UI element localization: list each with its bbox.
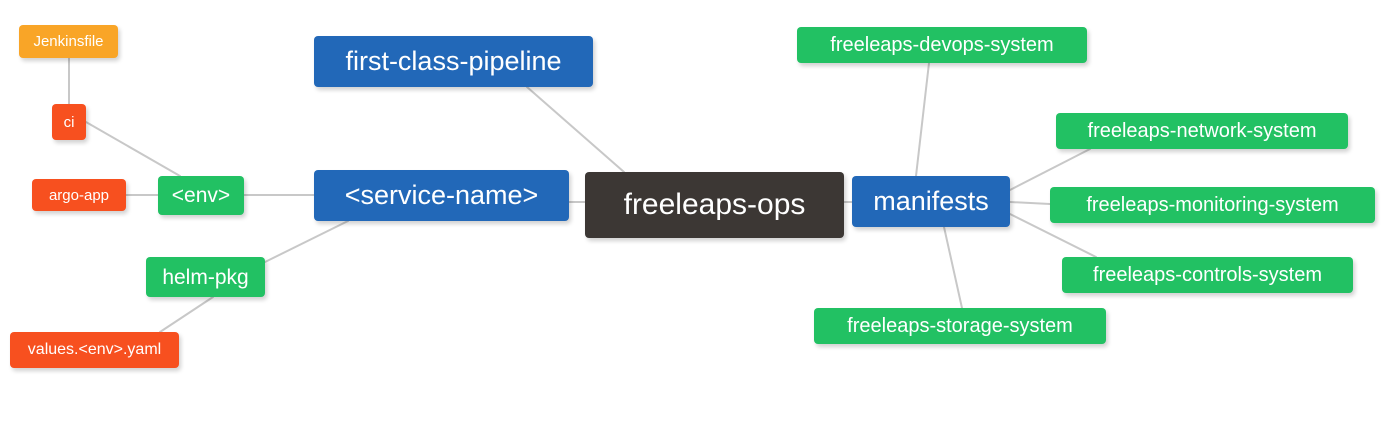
- node-label-freeleaps-ops: freeleaps-ops: [623, 188, 806, 221]
- node-jenkinsfile[interactable]: Jenkinsfile: [19, 25, 118, 58]
- node-label-env: <env>: [171, 184, 231, 207]
- node-label-freeleaps-monitoring-system: freeleaps-monitoring-system: [1086, 194, 1339, 216]
- node-label-manifests: manifests: [873, 186, 989, 216]
- node-argo-app[interactable]: argo-app: [32, 179, 126, 211]
- node-freeleaps-monitoring-system[interactable]: freeleaps-monitoring-system: [1050, 187, 1375, 223]
- node-label-service-name: <service-name>: [344, 180, 539, 210]
- node-freeleaps-ops[interactable]: freeleaps-ops: [585, 172, 844, 238]
- node-label-ci: ci: [63, 113, 75, 131]
- node-label-values-yaml: values.<env>.yaml: [27, 341, 162, 358]
- node-service-name[interactable]: <service-name>: [314, 170, 569, 221]
- node-ci[interactable]: ci: [52, 104, 86, 140]
- node-freeleaps-network-system[interactable]: freeleaps-network-system: [1056, 113, 1348, 149]
- edge-ci-to-env: [85, 121, 181, 177]
- edge-values-yaml-to-helm-pkg: [159, 296, 214, 333]
- node-manifests[interactable]: manifests: [852, 176, 1010, 227]
- node-label-freeleaps-storage-system: freeleaps-storage-system: [847, 315, 1073, 337]
- node-freeleaps-storage-system[interactable]: freeleaps-storage-system: [814, 308, 1106, 344]
- node-freeleaps-controls-system[interactable]: freeleaps-controls-system: [1062, 257, 1353, 293]
- edge-manifests-to-freeleaps-network-system: [1009, 148, 1091, 191]
- node-label-first-class-pipeline: first-class-pipeline: [345, 46, 562, 76]
- node-label-freeleaps-devops-system: freeleaps-devops-system: [830, 34, 1054, 56]
- node-label-argo-app: argo-app: [48, 186, 110, 204]
- node-label-helm-pkg: helm-pkg: [162, 265, 249, 289]
- node-values-yaml[interactable]: values.<env>.yaml: [10, 332, 179, 368]
- edge-manifests-to-freeleaps-monitoring-system: [1009, 201, 1051, 205]
- edge-helm-pkg-to-service-name: [264, 220, 349, 263]
- node-label-freeleaps-controls-system: freeleaps-controls-system: [1093, 264, 1322, 286]
- edge-first-class-pipeline-to-freeleaps-ops: [526, 86, 625, 173]
- edge-manifests-to-freeleaps-storage-system: [943, 226, 963, 309]
- node-first-class-pipeline[interactable]: first-class-pipeline: [314, 36, 593, 87]
- node-freeleaps-devops-system[interactable]: freeleaps-devops-system: [797, 27, 1087, 63]
- node-helm-pkg[interactable]: helm-pkg: [146, 257, 265, 297]
- node-label-freeleaps-network-system: freeleaps-network-system: [1087, 120, 1317, 142]
- node-label-jenkinsfile: Jenkinsfile: [33, 33, 104, 50]
- edge-manifests-to-freeleaps-devops-system: [915, 62, 930, 177]
- node-env[interactable]: <env>: [158, 176, 244, 215]
